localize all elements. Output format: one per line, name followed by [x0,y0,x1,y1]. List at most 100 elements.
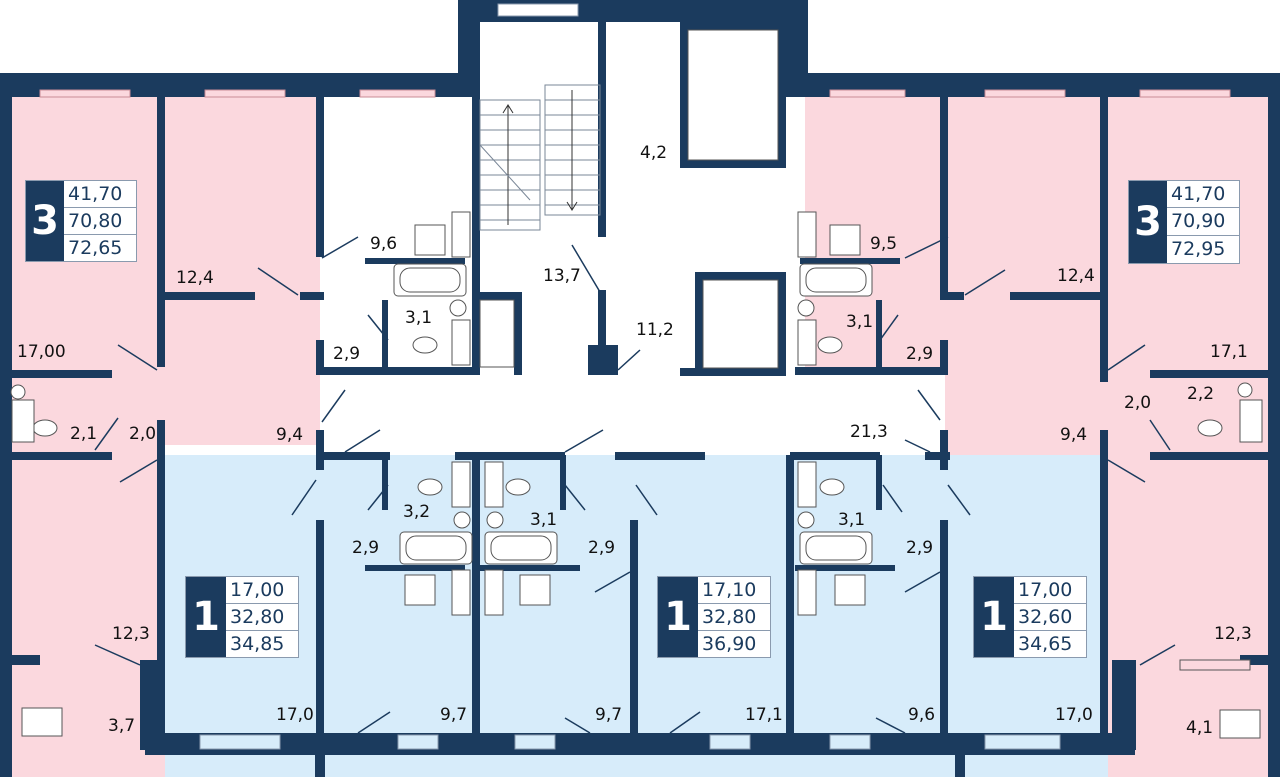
wall-left [0,73,12,777]
room-area-label: 11,2 [636,320,674,340]
apartment-badge-3-right: 3 41,70 70,90 72,95 [1128,180,1240,264]
wall-core-int-7 [695,272,786,280]
door-swing-icon [947,484,971,516]
door-swing-icon [635,484,658,516]
total-area: 32,80 [226,604,298,631]
balcony-box-right [1219,709,1261,739]
wall-core-int-3 [680,22,786,30]
room-area-label: 17,0 [1055,705,1093,725]
total-area: 32,60 [1014,604,1086,631]
wall-int-6 [165,292,255,300]
wall-1r-6 [560,455,566,510]
room-area-label: 2,0 [1124,393,1152,413]
door-swing-icon [617,349,641,371]
door-swing-icon [117,344,158,371]
bathtub-icon [399,531,473,565]
window-icon [984,89,1066,98]
door-swing-icon [321,389,346,423]
room-area-label: 17,1 [745,705,783,725]
window-icon [397,734,439,750]
wall-int-2 [316,97,324,257]
wall-pillar-5 [1065,733,1135,755]
wall-int-r3 [940,292,964,300]
room-count: 1 [974,577,1014,657]
stair-arrow-up-icon [502,104,514,225]
door-swing-icon [1107,344,1146,371]
door-swing-icon [367,484,389,511]
wall-core-int-10 [472,292,522,300]
cabinet-icon [11,211,1263,616]
wall-int-12 [382,300,388,370]
wall-int-r5 [1150,370,1268,378]
apartment-badge-1-c: 1 17,00 32,60 34,65 [973,576,1087,658]
wall-int-10 [365,258,465,264]
room-area-label: 2,9 [906,538,934,558]
room-area-label: 9,4 [276,425,304,445]
room-area-label: 17,0 [276,705,314,725]
wall-core-int-6 [778,22,786,168]
wall-int-r10 [800,258,900,264]
door-swing-icon [904,236,949,259]
window-icon [984,734,1061,750]
wall-int-8 [316,340,324,375]
wall-1r-9 [795,565,895,571]
wall-right [1268,73,1280,777]
window-icon [514,734,556,750]
wall-1r-7 [630,520,638,740]
room-area-label: 12,3 [1214,624,1252,644]
door-swing-icon [904,439,931,453]
door-swing-icon [321,236,359,259]
door-swing-icon [964,269,1006,296]
window-icon [39,89,131,98]
room-area-label: 3,7 [108,716,136,736]
door-swing-icon [917,389,941,421]
area-values: 17,10 32,80 36,90 [698,577,770,657]
room-area-label: 3,1 [838,510,866,530]
door-swing-icon [344,429,381,453]
wall-int-r9 [940,340,948,375]
living-area: 41,70 [64,181,136,208]
room-area-label: 2,9 [333,344,361,364]
wall-int-r7 [1100,430,1108,740]
wall-int-r4 [1010,292,1100,300]
room-area-label: 17,1 [1210,342,1248,362]
wall-core-int-11 [514,292,522,375]
elevator-shaft-1 [687,29,779,161]
room-area-label: 3,1 [530,510,558,530]
door-swing-icon [564,429,604,453]
door-swing-icon [1149,419,1171,451]
wall-int-13 [316,430,324,470]
window-icon [199,734,281,750]
door-swing-icon [1139,644,1176,666]
windows-bottom [199,734,1061,750]
stair-flight-right [544,84,601,216]
bathtub-icon [799,263,873,297]
room-count: 3 [26,181,64,261]
wall-int-r12 [940,430,948,470]
wall-int-r11 [876,300,882,370]
area-values: 41,70 70,90 72,95 [1167,181,1239,263]
wall-corr-4 [790,452,880,460]
window-icon [1139,89,1231,98]
area-values: 41,70 70,80 72,65 [64,181,136,261]
wall-int-r2 [1100,97,1108,382]
living-area: 41,70 [1167,181,1239,208]
room-area-label: 2,9 [588,538,616,558]
stair-diagonal [479,144,531,201]
wall-int-r1 [940,97,948,297]
sink-icon [10,299,1253,529]
window-icon [709,734,751,750]
area-with-balcony: 72,65 [68,236,123,259]
wall-int-11 [472,97,480,375]
wall-1r-1 [316,520,324,740]
wall-int-4 [12,452,112,460]
room-area-label: 9,6 [908,705,936,725]
corridor-fill [320,375,945,455]
area-with-balcony: 36,90 [702,632,757,655]
door-swing-icon [875,717,906,734]
wall-int-7 [300,292,324,300]
wall-core-int-8 [695,272,703,375]
room-area-label: 3,1 [846,312,874,332]
door-swing-icon [904,571,941,593]
